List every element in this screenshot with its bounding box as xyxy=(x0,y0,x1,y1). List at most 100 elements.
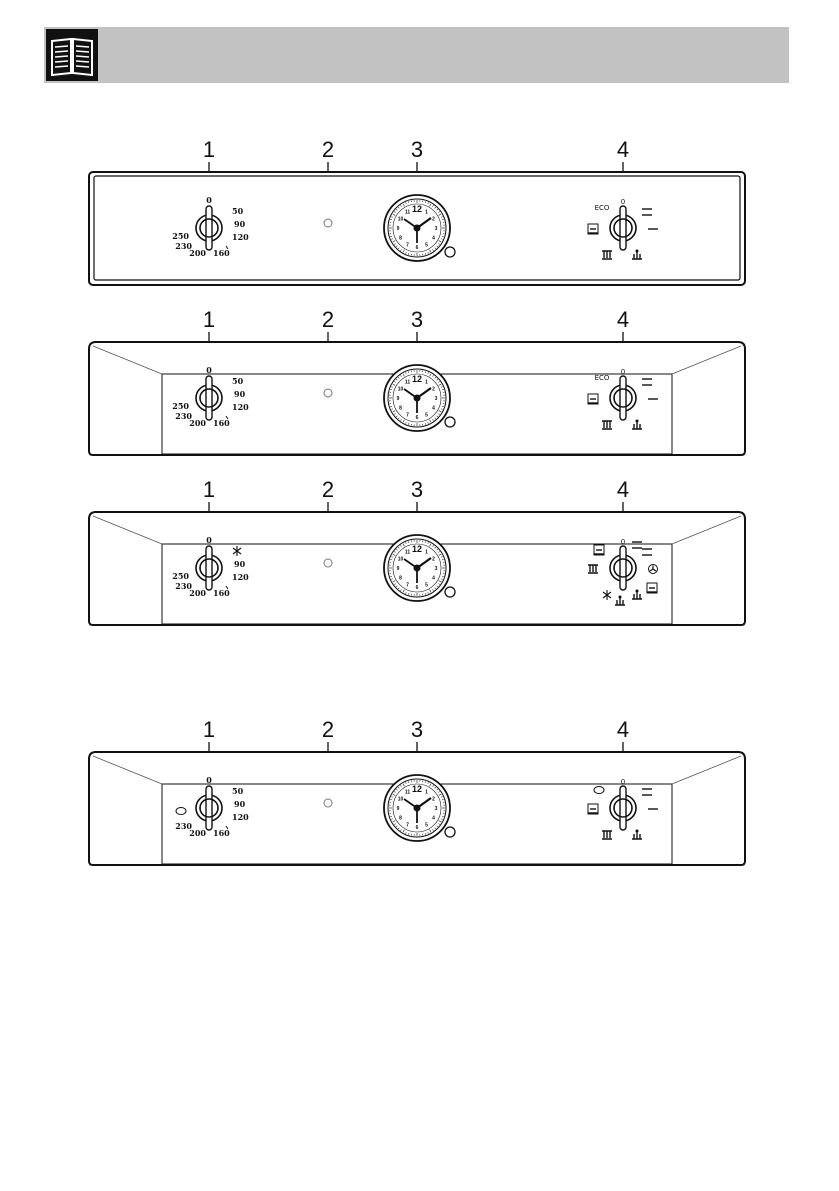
thermostat-tick xyxy=(225,825,229,830)
clock-tick xyxy=(398,827,400,830)
bottom-heat-icon xyxy=(587,223,599,235)
clock-tick xyxy=(434,376,436,379)
clock-number: 1 xyxy=(425,210,428,216)
thermostat-tick xyxy=(225,585,229,590)
thermostat-label: 50 xyxy=(232,786,244,796)
clock-tick xyxy=(400,545,402,547)
clock-number: 7 xyxy=(406,582,409,588)
clock-tick xyxy=(402,589,405,593)
clock-number: 8 xyxy=(399,576,402,582)
thermostat-label: 120 xyxy=(232,572,249,582)
thermostat-knob xyxy=(195,785,223,831)
clock-number: 5 xyxy=(425,822,428,828)
thermostat-label: 160 xyxy=(213,418,230,428)
clock-tick xyxy=(432,249,434,251)
clock-tick xyxy=(432,829,434,831)
clock-tick xyxy=(394,823,396,825)
clock-tick xyxy=(438,240,442,243)
clock-number: 7 xyxy=(406,822,409,828)
clock-tick xyxy=(395,789,398,791)
clock-inner-ring xyxy=(392,783,442,833)
grill-icon xyxy=(602,830,612,840)
selector-zero: 0 xyxy=(621,368,625,376)
clock-tick xyxy=(427,542,429,544)
clock-number: 5 xyxy=(425,582,428,588)
thermostat-label: 200 xyxy=(189,588,206,598)
clock-tick xyxy=(398,587,400,590)
clock-set-knob xyxy=(444,586,456,598)
lamp-icon xyxy=(593,786,605,794)
clock-set-knob xyxy=(444,416,456,428)
clock-tick xyxy=(427,832,429,834)
clock-tick xyxy=(427,422,429,424)
clock-tick xyxy=(400,205,402,207)
header-bar xyxy=(44,27,789,83)
clock-number: 9 xyxy=(397,396,400,402)
callout-4: 4 xyxy=(617,477,629,502)
clock-tick xyxy=(400,419,402,421)
clock-tick xyxy=(395,379,398,381)
clock-tick xyxy=(405,592,407,594)
clock-number: 8 xyxy=(399,236,402,242)
clock-tick xyxy=(405,782,407,784)
clock-tick xyxy=(432,205,434,207)
clock-tick xyxy=(436,549,439,551)
clock-tick xyxy=(398,786,400,789)
thermostat-label: 160 xyxy=(213,828,230,838)
clock-set-knob xyxy=(444,246,456,258)
clock-tick xyxy=(441,578,443,580)
clock-number: 10 xyxy=(398,557,404,563)
clock-tick xyxy=(438,583,440,585)
clock-tick xyxy=(427,372,429,374)
clock-tick xyxy=(427,252,429,254)
thermostat-label: 200 xyxy=(189,418,206,428)
clock-number: 11 xyxy=(405,790,411,796)
thermostat-label: 50 xyxy=(232,206,244,216)
grill-icon xyxy=(602,420,612,430)
clock-inner-ring xyxy=(392,543,442,593)
clock-tick xyxy=(392,240,396,243)
clock-tick xyxy=(434,827,436,830)
callout-2: 2 xyxy=(322,717,334,742)
bottom-heat-icon xyxy=(587,393,599,405)
clock-tick xyxy=(434,206,436,209)
top-bar-icon xyxy=(632,541,642,549)
clock-tick xyxy=(402,543,405,547)
clock-number: 10 xyxy=(398,387,404,393)
clock-tick xyxy=(436,415,439,417)
thermostat-label: 90 xyxy=(234,799,246,809)
callout-2: 2 xyxy=(322,477,334,502)
clock-tick xyxy=(391,386,393,388)
clock-tick xyxy=(400,375,402,377)
clock-number: 9 xyxy=(397,226,400,232)
clock-tick xyxy=(432,589,434,591)
clock-tick xyxy=(441,408,443,410)
bottom-heat-icon xyxy=(646,582,658,594)
clock-number: 11 xyxy=(405,550,411,556)
clock-tick xyxy=(429,373,432,377)
clock-tick xyxy=(394,381,396,383)
clock-number: 1 xyxy=(425,790,428,796)
thermostat-label: 230 xyxy=(175,241,192,251)
clock-tick xyxy=(400,249,402,251)
lamp-icon xyxy=(175,807,187,815)
clock-number: 6 xyxy=(416,825,419,831)
grill-icon xyxy=(602,250,612,260)
clock-tick xyxy=(438,793,442,796)
selector-eco-label: ECO xyxy=(595,374,610,382)
clock-center xyxy=(413,394,421,402)
clock-tick xyxy=(398,546,400,549)
clock-tick xyxy=(400,589,402,591)
bottom-heat-icon xyxy=(593,544,605,556)
clock-tick xyxy=(429,249,432,253)
thermostat-label: 200 xyxy=(189,248,206,258)
clock-tick xyxy=(395,825,398,827)
thermostat-label: 0 xyxy=(206,365,212,375)
thermostat-label: 120 xyxy=(232,402,249,412)
